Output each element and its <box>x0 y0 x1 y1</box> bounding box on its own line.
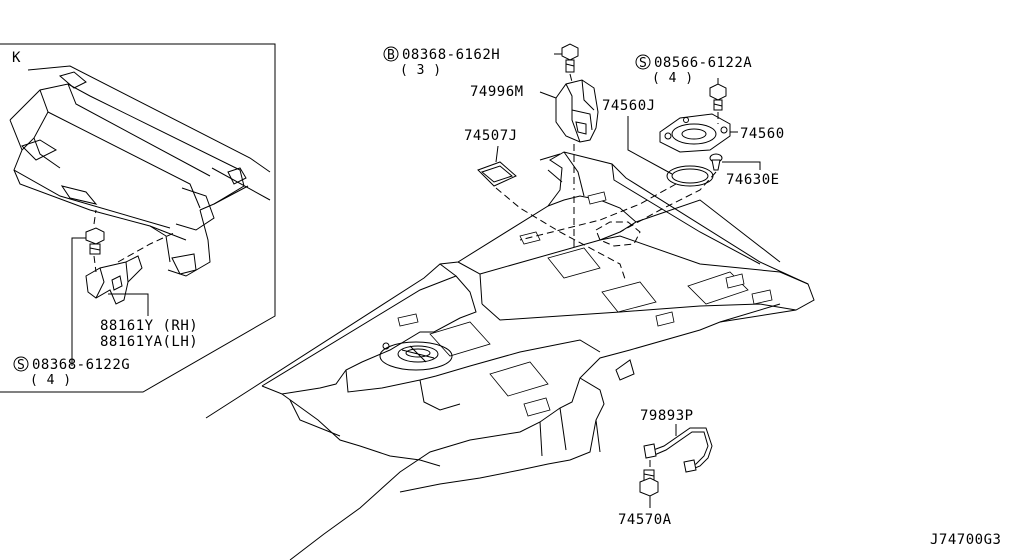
label-08368-6122g: 08368-6122G <box>32 357 130 373</box>
bolt-08368-6122g <box>85 227 105 255</box>
inset-view-k: K <box>0 43 276 393</box>
tire-well <box>379 341 453 371</box>
label-74560: 74560 <box>740 126 785 142</box>
part-74507j <box>477 145 517 187</box>
rear-floor-panel <box>205 151 815 560</box>
label-74630e: 74630E <box>726 172 780 188</box>
label-74507j: 74507J <box>464 128 518 144</box>
inset-border <box>0 43 276 393</box>
b-symbol-letter: B <box>387 48 395 63</box>
s-symbol-left <box>13 356 29 372</box>
clip-74630e <box>709 153 761 171</box>
s-symbol-top <box>635 54 651 70</box>
part-74560 <box>659 113 738 153</box>
label-88161y: 88161Y (RH) <box>100 318 198 334</box>
qty-08566-6122a: ( 4 ) <box>652 71 694 86</box>
qty-08368-6122g: ( 4 ) <box>30 373 72 388</box>
floor-pad-2 <box>489 361 549 397</box>
label-79893p: 79893P <box>640 408 694 424</box>
part-79893p-wire <box>643 424 713 473</box>
label-74560j: 74560J <box>602 98 656 114</box>
s-symbol-left-letter: S <box>17 358 25 373</box>
label-74996m: 74996M <box>470 84 524 100</box>
floor-pad-1 <box>429 321 491 357</box>
view-marker-k: K <box>12 50 21 66</box>
floor-pad-4 <box>601 281 657 313</box>
inset-cross-member <box>9 65 271 277</box>
bolt-08368-6162h <box>554 43 579 73</box>
part-74570a-bolt <box>639 469 659 508</box>
qty-08368-6162h: ( 3 ) <box>400 63 442 78</box>
label-08566-6122a: 08566-6122A <box>654 55 752 71</box>
label-74570a: 74570A <box>618 512 672 528</box>
screw-08566-6122a <box>709 78 727 111</box>
floor-pad-3 <box>547 247 601 279</box>
label-88161ya: 88161YA(LH) <box>100 334 198 350</box>
part-74996m <box>539 79 599 143</box>
s-symbol-top-letter: S <box>639 56 647 71</box>
figure-code: J74700G3 <box>930 532 1001 548</box>
b-symbol <box>383 46 399 62</box>
bracket-88161y <box>85 255 143 305</box>
label-08368-6162h: 08368-6162H <box>402 47 500 63</box>
